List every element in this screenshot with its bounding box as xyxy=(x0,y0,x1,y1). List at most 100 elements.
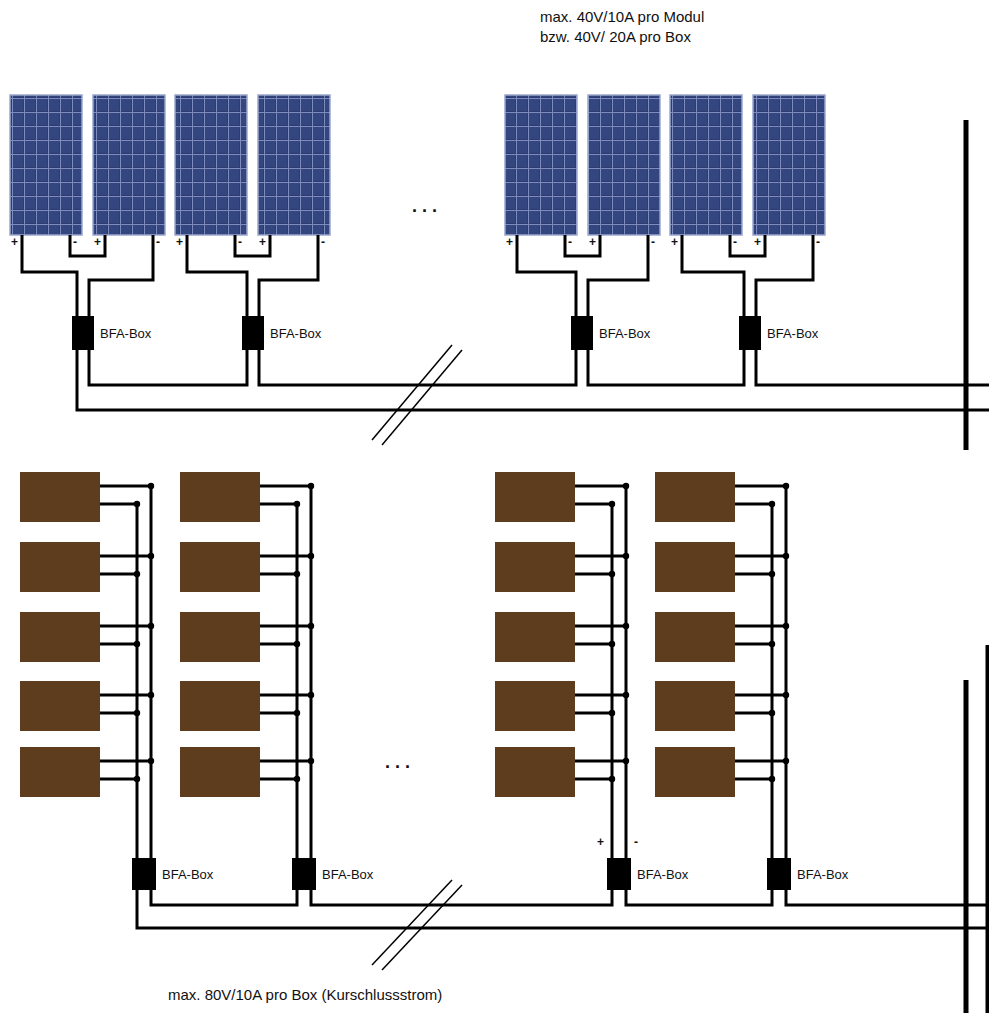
polarity-sign: + xyxy=(259,236,266,250)
box-symbol xyxy=(132,858,156,890)
wire xyxy=(260,778,297,781)
wire xyxy=(575,778,612,781)
module xyxy=(180,472,260,522)
wire xyxy=(735,485,786,488)
junction-dots xyxy=(134,483,789,782)
wire xyxy=(575,485,626,488)
junction-dot xyxy=(783,483,789,489)
busbar xyxy=(964,120,969,450)
polarity-sign: + xyxy=(597,836,604,850)
module xyxy=(495,542,575,592)
junction-dot xyxy=(134,710,140,716)
junction-dot xyxy=(769,710,775,716)
polarity-sign: + xyxy=(176,236,183,250)
wire xyxy=(187,235,247,316)
module xyxy=(655,472,735,522)
wire xyxy=(100,485,151,488)
solar-panel xyxy=(93,95,165,235)
bfa-box: BFA-Box xyxy=(767,858,848,890)
solar-panel xyxy=(175,95,247,235)
junction-dot xyxy=(623,483,629,489)
wire xyxy=(100,625,151,628)
junction-dot xyxy=(308,758,314,764)
wire xyxy=(575,555,626,558)
solar-panel xyxy=(753,95,825,235)
wire xyxy=(735,643,772,646)
solar-panel xyxy=(258,95,330,235)
junction-dot xyxy=(148,553,154,559)
polarity-sign: - xyxy=(156,236,160,250)
wire xyxy=(235,235,270,256)
junction-dot xyxy=(148,623,154,629)
wire xyxy=(575,573,612,576)
junction-dot xyxy=(294,776,300,782)
rating-note: max. 80V/10A pro Box (Kurschlussstrom) xyxy=(168,986,442,1003)
bfa-box: BFA-Box xyxy=(571,316,650,350)
junction-dot xyxy=(308,553,314,559)
wire xyxy=(100,778,137,781)
wire xyxy=(735,503,772,506)
junction-dot xyxy=(769,776,775,782)
wire xyxy=(625,486,628,858)
junction-dot xyxy=(783,553,789,559)
busbar xyxy=(964,680,969,1013)
box-symbol xyxy=(607,858,631,890)
wire xyxy=(735,694,786,697)
polarity-sign: + xyxy=(589,236,596,250)
module xyxy=(180,612,260,662)
solar-modules xyxy=(10,95,825,235)
box-symbol xyxy=(739,316,761,350)
module xyxy=(20,747,100,797)
polarity-sign: - xyxy=(73,236,77,250)
junction-dot xyxy=(769,641,775,647)
junction-dot xyxy=(294,710,300,716)
wire xyxy=(100,643,137,646)
wire xyxy=(735,712,772,715)
wire xyxy=(260,694,311,697)
module xyxy=(495,612,575,662)
wire xyxy=(730,235,765,256)
polarity-sign: - xyxy=(816,236,820,250)
wire xyxy=(786,890,989,905)
series-wire xyxy=(626,890,772,905)
wire xyxy=(100,694,151,697)
break-mark xyxy=(372,345,452,440)
solar-panel xyxy=(505,95,577,235)
junction-dot xyxy=(609,710,615,716)
junction-dot xyxy=(294,571,300,577)
box-label: BFA-Box xyxy=(637,867,688,882)
wire xyxy=(100,555,151,558)
module xyxy=(180,681,260,731)
wire xyxy=(517,235,576,316)
wire xyxy=(310,486,313,858)
wire xyxy=(89,235,153,316)
wire xyxy=(575,712,612,715)
junction-dot xyxy=(134,571,140,577)
box-symbol xyxy=(571,316,593,350)
wire xyxy=(575,643,612,646)
ellipsis: . . . xyxy=(385,752,410,773)
polarity-sign: + xyxy=(506,236,513,250)
rating-note: max. 40V/10A pro Modul xyxy=(540,8,704,25)
module xyxy=(20,472,100,522)
polarity-sign: + xyxy=(94,236,101,250)
box-label: BFA-Box xyxy=(599,326,650,341)
wire xyxy=(260,503,297,506)
polarity-sign: - xyxy=(634,836,638,850)
module xyxy=(20,542,100,592)
junction-dot xyxy=(134,641,140,647)
series-wire xyxy=(588,350,744,385)
wire xyxy=(100,760,151,763)
polarity-sign: - xyxy=(238,236,242,250)
series-wire xyxy=(151,890,297,905)
junction-dot xyxy=(134,776,140,782)
solar-panel xyxy=(588,95,660,235)
junction-dot xyxy=(769,501,775,507)
module xyxy=(655,681,735,731)
box-symbol xyxy=(72,316,94,350)
wire xyxy=(100,503,137,506)
rating-note: bzw. 40V/ 20A pro Box xyxy=(540,28,691,45)
module xyxy=(655,747,735,797)
box-label: BFA-Box xyxy=(797,867,848,882)
junction-dot xyxy=(609,501,615,507)
